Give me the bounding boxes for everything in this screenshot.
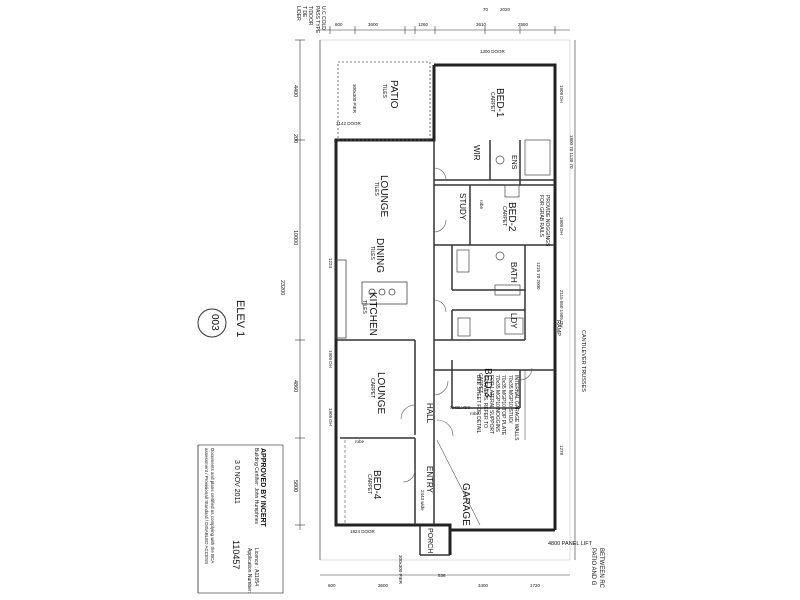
room-finish-lounge-main: TILES [373,182,379,196]
stamp-licence: Licence : A11054 [253,548,259,586]
room-label-bed1: BED-1 [494,88,505,118]
cantilever-trusses-label: CANTILEVER TRUSSES [580,330,586,392]
approval-stamp-border [197,444,284,594]
robe-label-bed3: robe [470,411,480,416]
room-label-study: STUDY [458,193,467,221]
dim-window-bed1: 1909 DH [559,85,564,103]
dim-top-7: 2550 [518,22,529,27]
room-label-garage: GARAGE [460,483,471,526]
shelves-label: SHELVES [450,405,471,410]
garage-lines [344,370,526,526]
tick-marks [329,26,556,34]
dim-left-3: 10000 [292,230,298,246]
room-finish-bed4: CARPET [366,474,372,495]
dim-bottom-5: 600 [328,583,336,588]
dim-bed1-door: 1300 DOOR [480,49,505,54]
garage-walls-note: INTERNAL GARAGE WALLS 70x35 MGP10 STUD/ … [475,375,520,441]
room-label-patio: PATIO [388,80,399,109]
sheet-number-circle [197,308,227,338]
dim-bottom-3: 1720 [530,583,541,588]
room-label-wir: WIR [472,145,481,161]
room-label-ens: ENS [510,155,517,170]
between-note: BETWEEN RC PATIO AND G [590,548,605,589]
dim-entry-width: 2443 wide [420,490,425,511]
internal-walls [334,140,555,556]
room-label-hall: HALL [425,403,434,424]
room-label-kitchen: KITCHEN [367,292,378,336]
room-finish-lounge-front: CARPET [369,378,375,399]
dim-left-1: 4400 [292,85,298,98]
dim-top-4: 70 [483,7,489,12]
dim-top-2: 3600 [368,22,379,27]
dim-1278: 1278 [559,445,564,456]
room-label-bed4: BED-4 [371,470,382,500]
dim-window-2: 1909 DH [328,408,333,426]
dim-right-2: 2115 550 1909 DH [559,290,564,328]
dim-top-6: 2020 [500,7,511,12]
dim-1224: 1224 [328,258,333,269]
room-label-bed2: BED-2 [506,202,517,232]
dim-patio-door: 2142 DOOR [336,121,361,126]
room-finish-patio: TILES [381,84,387,98]
room-label-ldy: LDY [509,313,518,329]
dim-top-3: 1260 [418,22,429,27]
dim-top-5: 3610 [476,22,487,27]
dim-bottom-4: 536 [438,573,446,578]
elevation-label: ELEV 1 [234,300,246,338]
dim-bed4-door: 1824 DOOR [350,529,375,534]
panel-lift-label: 4800 PANEL LIFT [548,541,593,547]
grab-rail-note: PROVIDE NOGGINGS FOR GRAB RAILS [537,195,550,247]
dimension-lines [295,29,576,576]
site-outline [319,39,571,561]
stamp-number: 110457 [231,540,241,570]
room-finish-dining: TILES [369,246,375,260]
dim-bottom-1: 3600 [378,583,389,588]
dim-left-4: 4860 [292,380,298,393]
door-swings [400,167,533,483]
corner-note: U.C COLD PASS TYPE T/DOOR T DE L/DER [295,6,326,34]
room-label-bath: BATH [509,262,518,283]
dim-left-5: 5800 [292,480,298,493]
sheet-number: 003 [209,314,220,331]
room-label-lounge-main: LOUNGE [378,175,389,218]
kitchen-fittings [335,259,408,339]
robe-label-bed2: robe [479,200,484,210]
dim-right-1: 1800 70 1130 70 [569,135,574,169]
room-finish-kitchen: TILES [361,300,367,314]
room-finish-bed2: CARPET [501,206,507,227]
room-label-porch: PORCH [426,528,433,554]
stamp-approved: APPROVED BY INCERT [259,448,266,527]
robe-label-bed4: robe [355,439,365,444]
room-finish-bed1: CARPET [489,92,495,113]
dim-right-3: 1215 70 2000 [536,262,541,290]
patio-outline [337,61,431,141]
patio-pier-note: 300x300 PIER [352,84,357,114]
stamp-date: 3 0 NOV 2011 [233,460,240,504]
stamp-note-1: Documents and plans certified as complyi… [210,448,215,564]
stamp-certifier: Building Certifier: John Humphries [253,448,259,524]
stamp-note-2: assessment / Provisional/ Standard / DIS… [204,448,209,565]
room-label-entry: ENTRY [425,466,434,493]
stamp-application: Application Number: [246,548,252,594]
room-label-lounge-front: LOUNGE [375,372,386,415]
room-label-dining: DINING [374,238,385,273]
dim-top-1: 600 [335,22,343,27]
dim-window-1: 1909 DH [328,350,333,368]
dim-left-2: 200 [292,134,298,144]
dim-window-3: 1909 DH [559,217,564,235]
porch-pier-note: 300x300 PIER [398,555,403,585]
dim-bottom-2: 3400 [478,583,489,588]
dim-overall: 23200 [279,280,285,296]
wet-area-fixtures [456,139,551,337]
